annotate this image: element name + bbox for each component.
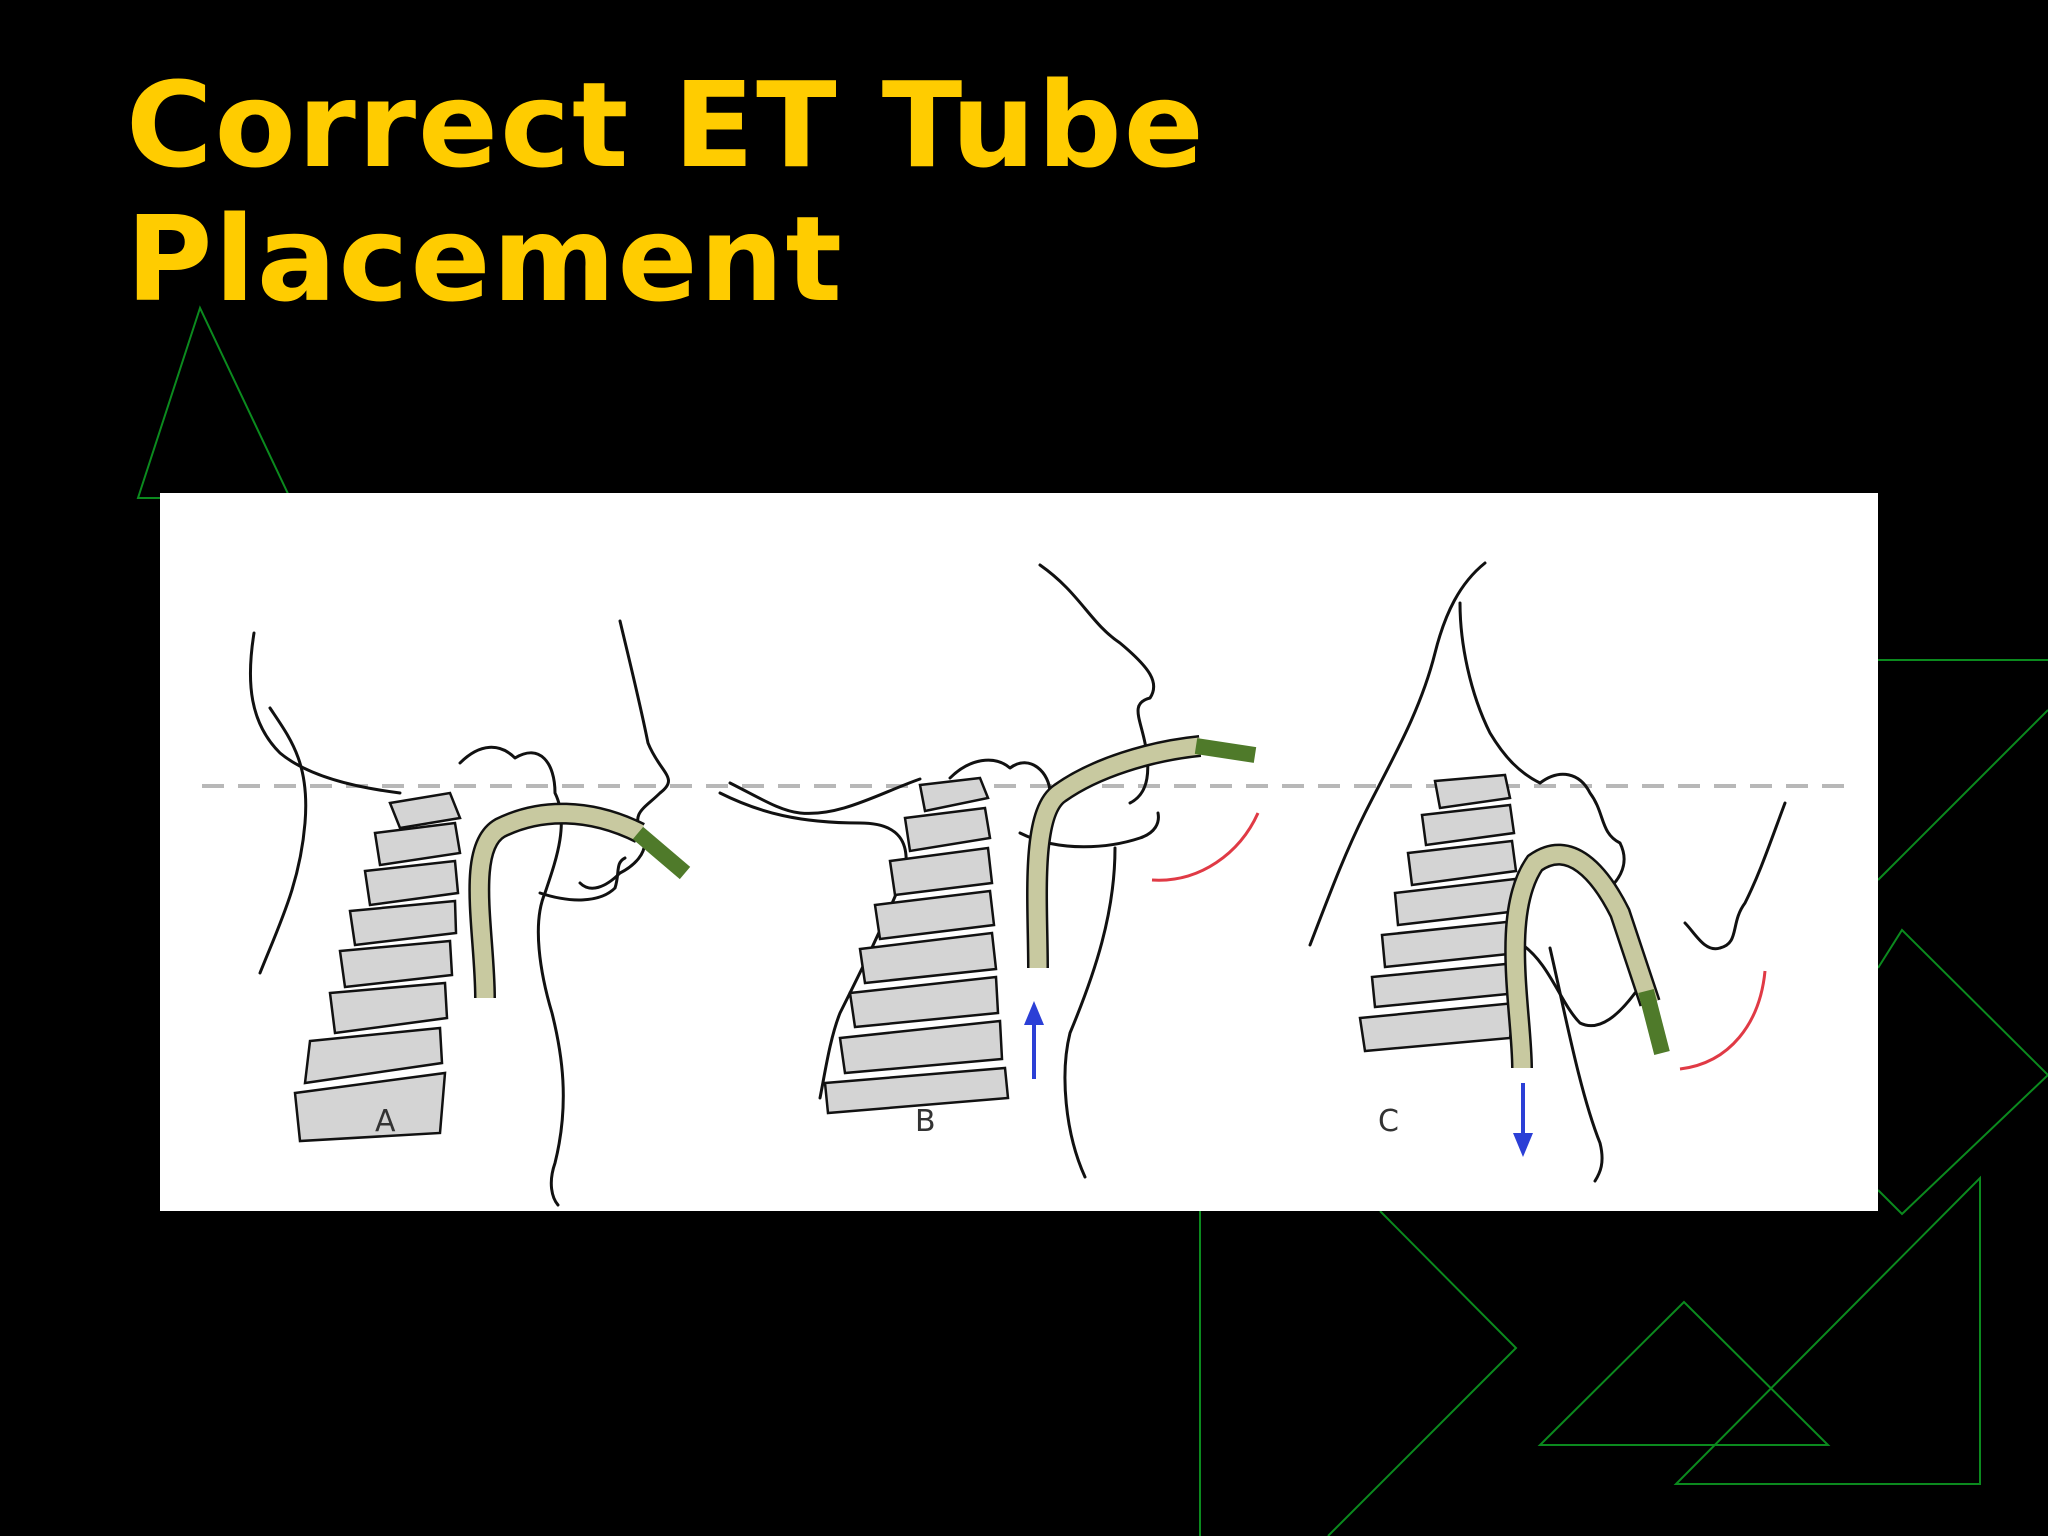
panel-b-vertebrae bbox=[823, 776, 1010, 1115]
panel-b-head-back-outline bbox=[728, 777, 922, 815]
panel-a-label: A bbox=[375, 1104, 396, 1139]
panel-c-head-back-outline bbox=[1308, 561, 1487, 947]
panel-a-back-of-head-outline bbox=[248, 631, 402, 795]
panel-c-throat-outline bbox=[1548, 946, 1604, 1183]
panel-c-skull-base-outline bbox=[1538, 772, 1626, 890]
slide-title: Correct ET Tube Placement bbox=[126, 56, 1206, 328]
deco-line-right-diagonal bbox=[1877, 709, 2048, 881]
panel-b-label: B bbox=[915, 1104, 936, 1139]
panel-a-jaw-outline bbox=[538, 856, 627, 902]
panel-a-face-outline bbox=[578, 619, 670, 890]
intubation-figure: A B C bbox=[160, 493, 1878, 1211]
intubation-diagram bbox=[202, 561, 1846, 1207]
panel-c-endotracheal-tube-fill bbox=[1506, 846, 1659, 1069]
panel-a-figure bbox=[248, 619, 691, 1207]
panel-c-label: C bbox=[1378, 1104, 1399, 1139]
panel-b-red-arc bbox=[1151, 812, 1260, 882]
deco-triangle-topleft bbox=[136, 305, 292, 499]
panel-a-endotracheal-tube-fill bbox=[470, 805, 644, 999]
panel-a-neck-back-outline bbox=[258, 706, 308, 975]
panel-c-tube-cuff bbox=[1638, 989, 1670, 1055]
panel-b-tube-cuff bbox=[1194, 738, 1257, 763]
panel-c-down-arrow bbox=[1513, 1083, 1533, 1157]
panel-c-jaw-outline bbox=[1518, 941, 1637, 1028]
deco-chevron-right bbox=[1877, 928, 2048, 1216]
panel-b-skull-base-outline bbox=[948, 758, 1052, 795]
panel-b-throat-outline bbox=[1063, 846, 1117, 1179]
panel-b-endotracheal-tube bbox=[1026, 735, 1202, 969]
panel-c-red-arc bbox=[1679, 970, 1767, 1071]
panel-c-back-of-head-outline bbox=[1458, 601, 1542, 785]
panel-a-skull-base-outline bbox=[458, 745, 565, 1207]
panel-b-up-arrow bbox=[1024, 1001, 1044, 1079]
panel-c-vertebrae bbox=[1358, 773, 1520, 1053]
deco-triangle-bottom-right bbox=[1673, 1175, 1981, 1485]
deco-triangle-bottom-small bbox=[1537, 1300, 1831, 1446]
panel-b-figure bbox=[718, 563, 1260, 1179]
panel-a-vertebrae bbox=[293, 791, 462, 1143]
panel-b-jaw-outline bbox=[1018, 811, 1160, 849]
panel-c-face-outline bbox=[1683, 801, 1787, 951]
panel-c-figure bbox=[1308, 561, 1787, 1183]
deco-chevron-bottom bbox=[1327, 1210, 1518, 1536]
panel-a-tube-cuff bbox=[632, 826, 691, 880]
panel-b-endotracheal-tube-fill bbox=[1028, 737, 1201, 969]
